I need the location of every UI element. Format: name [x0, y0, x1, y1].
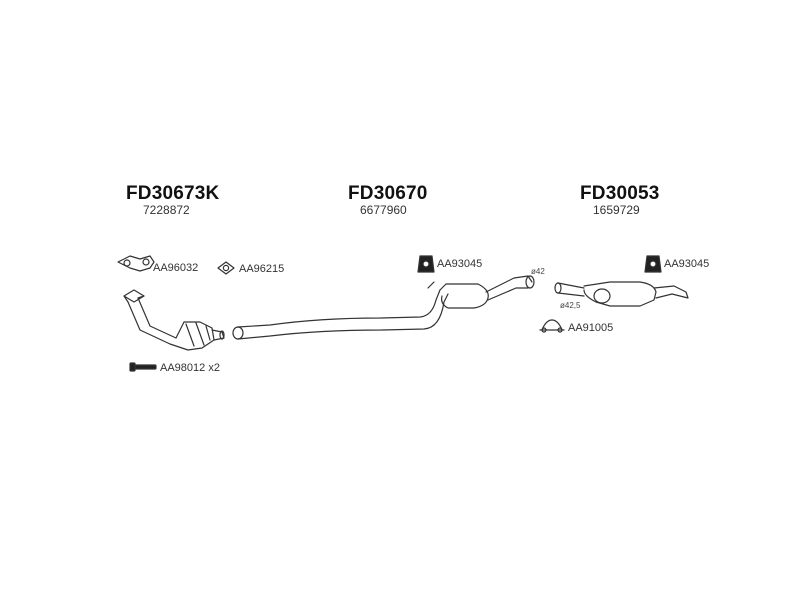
- oem-number-front: 7228872: [143, 203, 190, 217]
- oem-number-middle: 6677960: [360, 203, 407, 217]
- bolt-label: AA98012 x2: [160, 362, 220, 374]
- hanger-label-rear: AA93045: [664, 258, 710, 270]
- flange-gasket-label: AA96215: [239, 263, 285, 275]
- part-number-middle: FD30670: [348, 183, 428, 204]
- gasket-label: AA96032: [153, 262, 199, 274]
- rubber-hanger-icon: [644, 255, 662, 273]
- clamp-icon: [539, 319, 565, 333]
- flange-gasket-icon: [217, 261, 235, 275]
- clamp-label: AA91005: [568, 322, 614, 334]
- middle-silencer-icon: [232, 275, 535, 340]
- bolt-icon: [129, 362, 157, 372]
- rear-silencer-icon: [554, 281, 689, 307]
- rubber-hanger-icon: [417, 255, 435, 273]
- oem-number-rear: 1659729: [593, 203, 640, 217]
- gasket-icon: [117, 255, 155, 272]
- diameter-label-2: ø42,5: [560, 301, 581, 310]
- part-number-rear: FD30053: [580, 183, 660, 204]
- diameter-label-1: ø42: [531, 267, 545, 276]
- catalytic-converter-icon: [123, 289, 225, 351]
- hanger-label-middle: AA93045: [437, 258, 483, 270]
- part-number-front: FD30673K: [126, 183, 220, 204]
